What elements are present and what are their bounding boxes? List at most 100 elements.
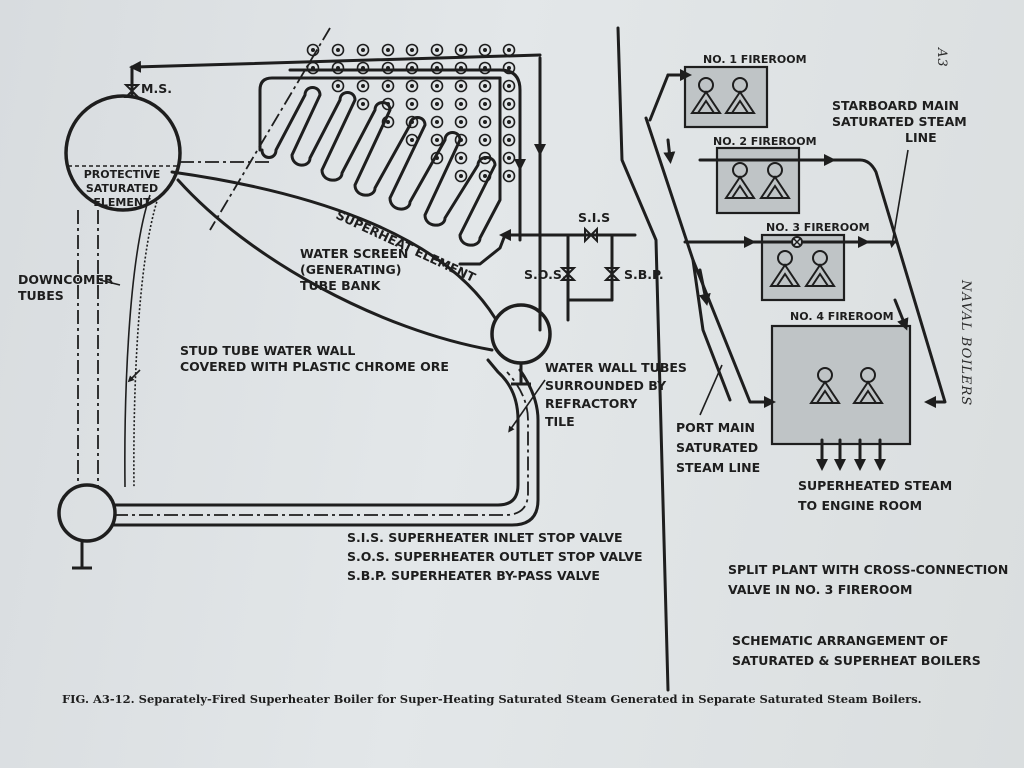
superheater-tube-core [507, 174, 511, 178]
superheater-tube [454, 115, 468, 129]
superheater-tube-core [336, 84, 340, 88]
furnace-boundary [209, 27, 331, 231]
superheater-tube [405, 43, 419, 57]
ms-valve [123, 84, 141, 98]
superheater-tube [478, 151, 492, 165]
superheater-tube [331, 79, 345, 93]
superheater-tube [478, 79, 492, 93]
page-number: A3 [934, 47, 949, 68]
ms-valve-label: M.S. [141, 81, 172, 96]
superheater-tube [381, 97, 395, 111]
superheater-tube [430, 133, 444, 147]
superheater-tube-core [483, 48, 487, 52]
port-label-line1: PORT MAIN [676, 420, 755, 435]
superheater-tube [356, 97, 370, 111]
superheater-tube-core [459, 102, 463, 106]
superheater-tube [381, 79, 395, 93]
drum-label-line1: PROTECTIVE [84, 168, 161, 181]
superheater-tube [306, 61, 320, 75]
superheater-tube [454, 79, 468, 93]
fireroom-2-label: NO. 2 FIREROOM [713, 135, 817, 148]
superheater-tube [454, 97, 468, 111]
superheater-tube-core [410, 138, 414, 142]
superheater-tube-core [410, 48, 414, 52]
water-screen-line3: TUBE BANK [300, 278, 382, 293]
superheater-tube [478, 133, 492, 147]
fireroom-2 [715, 146, 801, 215]
superheater-tube-core [336, 48, 340, 52]
sos-label: S.O.S. [524, 267, 567, 282]
starboard-label-line3: LINE [905, 130, 937, 145]
port-main-line [644, 69, 776, 408]
superheater-tube [405, 79, 419, 93]
superheater-tube-core [361, 48, 365, 52]
starboard-main-line [683, 154, 947, 408]
superheater-tube [502, 61, 516, 75]
superheater-tube [356, 43, 370, 57]
page-divider [616, 26, 670, 692]
superheater-tube [502, 79, 516, 93]
superheater-tube [454, 61, 468, 75]
superheater-tube [478, 43, 492, 57]
superheater-tube-core [507, 138, 511, 142]
downcomer-label-line2: TUBES [18, 288, 64, 303]
downcomer-label-line1: DOWNCOMER [18, 272, 114, 287]
split-plant-line2: VALVE IN NO. 3 FIREROOM [728, 582, 912, 597]
superheater-tube-core [311, 66, 315, 70]
superheater-tube [502, 97, 516, 111]
superheater-tube-core [435, 138, 439, 142]
superheater-tube [478, 169, 492, 183]
superheater-tube-core [483, 120, 487, 124]
superheater-tube-core [507, 120, 511, 124]
water-screen-line2: (GENERATING) [300, 262, 401, 277]
boiler-furnace [724, 175, 756, 199]
steam-drum [64, 94, 182, 212]
superheated-label-line2: TO ENGINE ROOM [798, 498, 922, 513]
superheated-label-line1: SUPERHEATED STEAM [798, 478, 952, 493]
boiler-furnace [852, 380, 884, 404]
superheater-tube-core [483, 174, 487, 178]
superheater-tube-core [507, 102, 511, 106]
superheater-tube [502, 151, 516, 165]
superheater-tube-core [435, 48, 439, 52]
superheater-tube [381, 43, 395, 57]
sbp-valve [603, 267, 621, 281]
superheated-steam-outlets [816, 438, 886, 471]
superheater-tube [502, 133, 516, 147]
superheater-tube-core [483, 138, 487, 142]
superheater-tube-core [459, 48, 463, 52]
superheater-tube-core [459, 174, 463, 178]
superheater-tube-core [336, 66, 340, 70]
superheater-tube-core [507, 66, 511, 70]
sbp-label: S.B.P. [624, 267, 664, 282]
superheater-tube-core [483, 84, 487, 88]
stud-tube-line1: STUD TUBE WATER WALL [180, 343, 355, 358]
superheater-tube [381, 115, 395, 129]
water-screen-line1: WATER SCREEN [300, 246, 408, 261]
superheater-tube [381, 61, 395, 75]
port-label-line2: SATURATED [676, 440, 758, 455]
boiler-furnace [804, 263, 836, 287]
drum-label-line3: ELEMENT [93, 196, 151, 209]
superheater-tube-ends [306, 43, 516, 183]
fireroom-3 [760, 233, 846, 302]
superheater-tube-core [459, 156, 463, 160]
superheater-tube [502, 169, 516, 183]
port-label-line3: STEAM LINE [676, 460, 760, 475]
superheater-tube [405, 61, 419, 75]
split-plant-line1: SPLIT PLANT WITH CROSS-CONNECTION [728, 562, 1008, 577]
boiler-furnace [690, 90, 722, 114]
superheater-tube [430, 151, 444, 165]
legend-sis: S.I.S. SUPERHEATER INLET STOP VALVE [347, 530, 623, 545]
boiler-furnace [759, 175, 791, 199]
superheater-tube [430, 97, 444, 111]
superheater-tube [356, 61, 370, 75]
starboard-label-line2: SATURATED STEAM [832, 114, 967, 129]
lower-water-drum [57, 483, 117, 570]
water-wall-line1: WATER WALL TUBES [545, 360, 687, 375]
starboard-label-line1: STARBOARD MAIN [832, 98, 959, 113]
superheater-tube-core [386, 120, 390, 124]
superheater-tube-core [483, 66, 487, 70]
stud-tube-line2: COVERED WITH PLASTIC CHROME ORE [180, 359, 449, 374]
